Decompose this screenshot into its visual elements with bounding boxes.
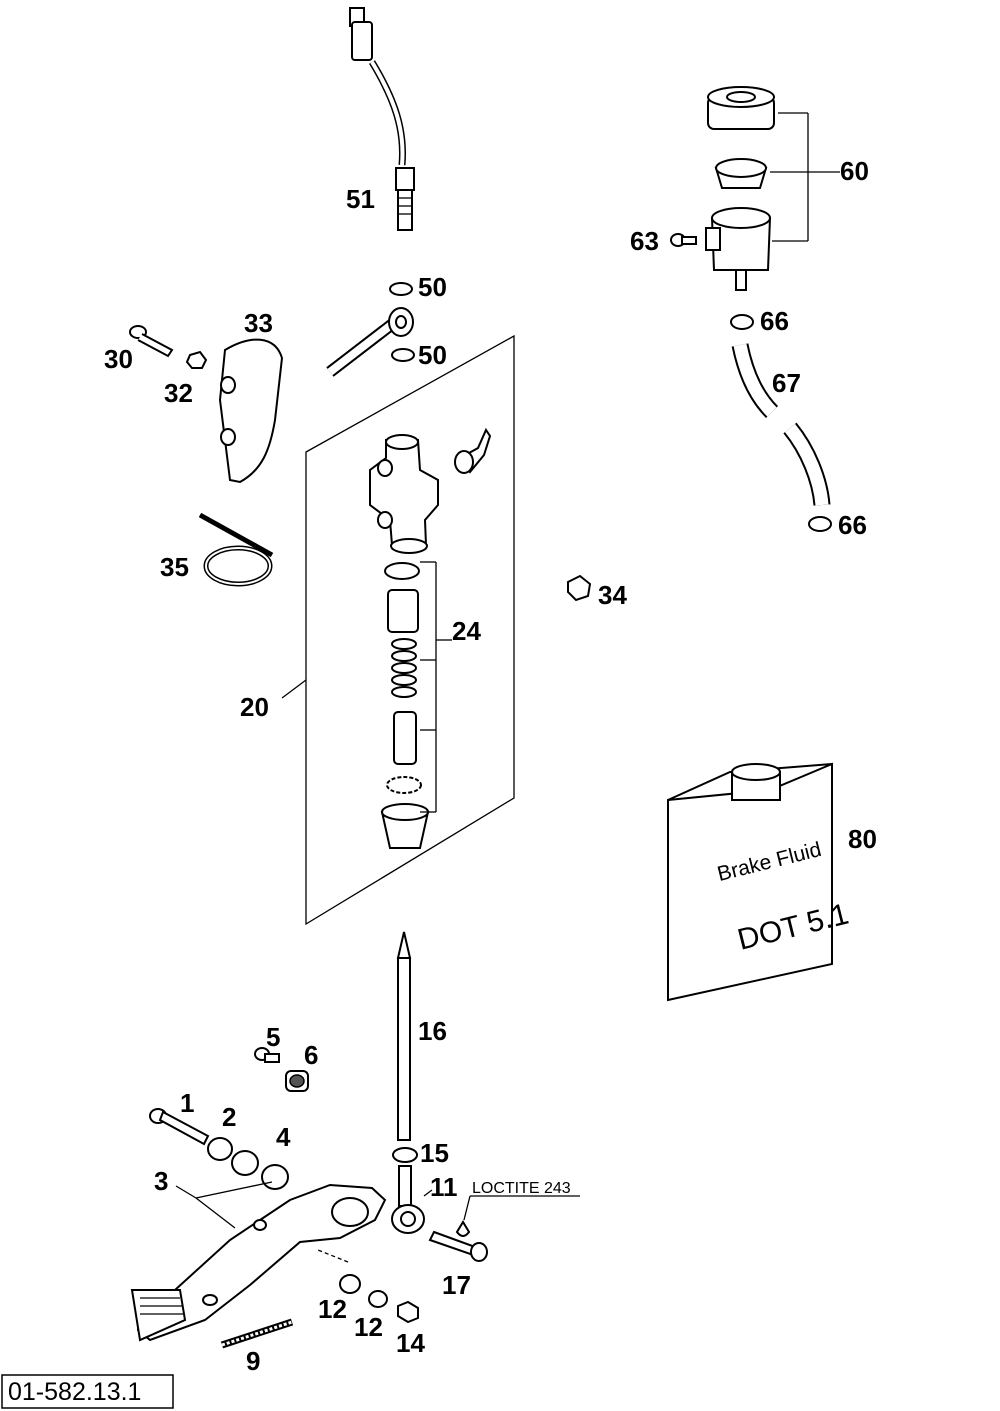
callout-16: 16: [418, 1016, 447, 1046]
part-33-cover: [218, 338, 284, 484]
callout-4: 4: [276, 1122, 291, 1152]
part-6-spacer: [285, 1070, 309, 1092]
callout-15: 15: [420, 1138, 449, 1168]
callout-67: 67: [772, 368, 801, 398]
part-51-brake-switch: [349, 7, 415, 231]
callout-60: 60: [840, 156, 869, 186]
callout-34: 34: [598, 580, 627, 610]
part-24-bracket: [420, 561, 452, 813]
part-11-clevis: [391, 1204, 425, 1234]
part-63-screw: [670, 233, 697, 247]
part-1-bolt: [149, 1108, 210, 1146]
elbow-fitting: [454, 427, 492, 474]
loctite-drop: [455, 1220, 471, 1237]
part-5-screw: [254, 1047, 280, 1063]
part-30-bolt: [129, 325, 174, 358]
callout-9: 9: [246, 1346, 260, 1376]
part-35-cable-tie: [198, 512, 274, 587]
callout-3: 3: [154, 1166, 168, 1196]
circlip: [386, 776, 422, 794]
part-11-clevis-rod: [398, 1165, 412, 1207]
callout-33: 33: [244, 308, 273, 338]
banjo-hose-fitting: [326, 307, 414, 377]
callout-35: 35: [160, 552, 189, 582]
part-66-clamp-upper: [730, 314, 754, 330]
part-66-clamp-lower: [808, 516, 832, 532]
callout-1: 1: [180, 1088, 194, 1118]
piston: [393, 711, 417, 765]
callout-66-upper: 66: [760, 306, 789, 336]
spring: [391, 638, 417, 698]
callout-24: 24: [452, 616, 481, 646]
callout-20: 20: [240, 692, 269, 722]
part-80-brake-fluid-can: [667, 762, 833, 1002]
part-9-spring: [220, 1318, 294, 1349]
o-ring: [384, 562, 420, 580]
part-20-group-frame: [305, 334, 515, 926]
part-32-nut: [185, 350, 208, 369]
part-4-bushing-b: [261, 1164, 289, 1190]
part-60-bracket: [770, 112, 840, 242]
part-15-nut: [392, 1147, 418, 1163]
part-16-push-rod: [396, 931, 412, 1141]
master-cylinder-body: [369, 434, 439, 554]
part-4-bushing-a: [231, 1150, 259, 1176]
part-12-washer-a: [339, 1274, 361, 1294]
document-code-box: [1, 1374, 174, 1409]
callout-51: 51: [346, 184, 375, 214]
callout-17: 17: [442, 1270, 471, 1300]
part-3-brake-pedal: [130, 1183, 387, 1342]
callout-50-lower: 50: [418, 340, 447, 370]
callout-14: 14: [396, 1328, 425, 1358]
loctite-note: LOCTITE 243: [472, 1180, 571, 1197]
part-12-washer-b: [368, 1290, 388, 1308]
leader-lines: [175, 679, 580, 1263]
part-60-reservoir: [705, 86, 775, 291]
callout-12-b: 12: [354, 1312, 383, 1342]
dust-boot: [380, 803, 430, 849]
callout-80: 80: [848, 824, 877, 854]
callout-50-upper: 50: [418, 272, 447, 302]
callout-6: 6: [304, 1040, 318, 1070]
callout-66-lower: 66: [838, 510, 867, 540]
callout-32: 32: [164, 378, 193, 408]
part-14-nut: [397, 1300, 419, 1324]
callout-2: 2: [222, 1102, 236, 1132]
part-17-bolt: [428, 1230, 488, 1262]
part-50-washer-upper: [389, 282, 413, 296]
document-code: 01-582.13.1: [8, 1378, 141, 1406]
callout-30: 30: [104, 344, 133, 374]
part-2-washer: [207, 1137, 233, 1161]
seal-sleeve: [387, 589, 419, 633]
part-34-nut: [567, 574, 592, 602]
callout-63: 63: [630, 226, 659, 256]
callout-11: 11: [430, 1172, 458, 1202]
callout-5: 5: [266, 1022, 280, 1052]
callout-12-a: 12: [318, 1294, 347, 1324]
part-67-hose: [731, 343, 831, 506]
part-50-washer-lower: [391, 348, 415, 362]
